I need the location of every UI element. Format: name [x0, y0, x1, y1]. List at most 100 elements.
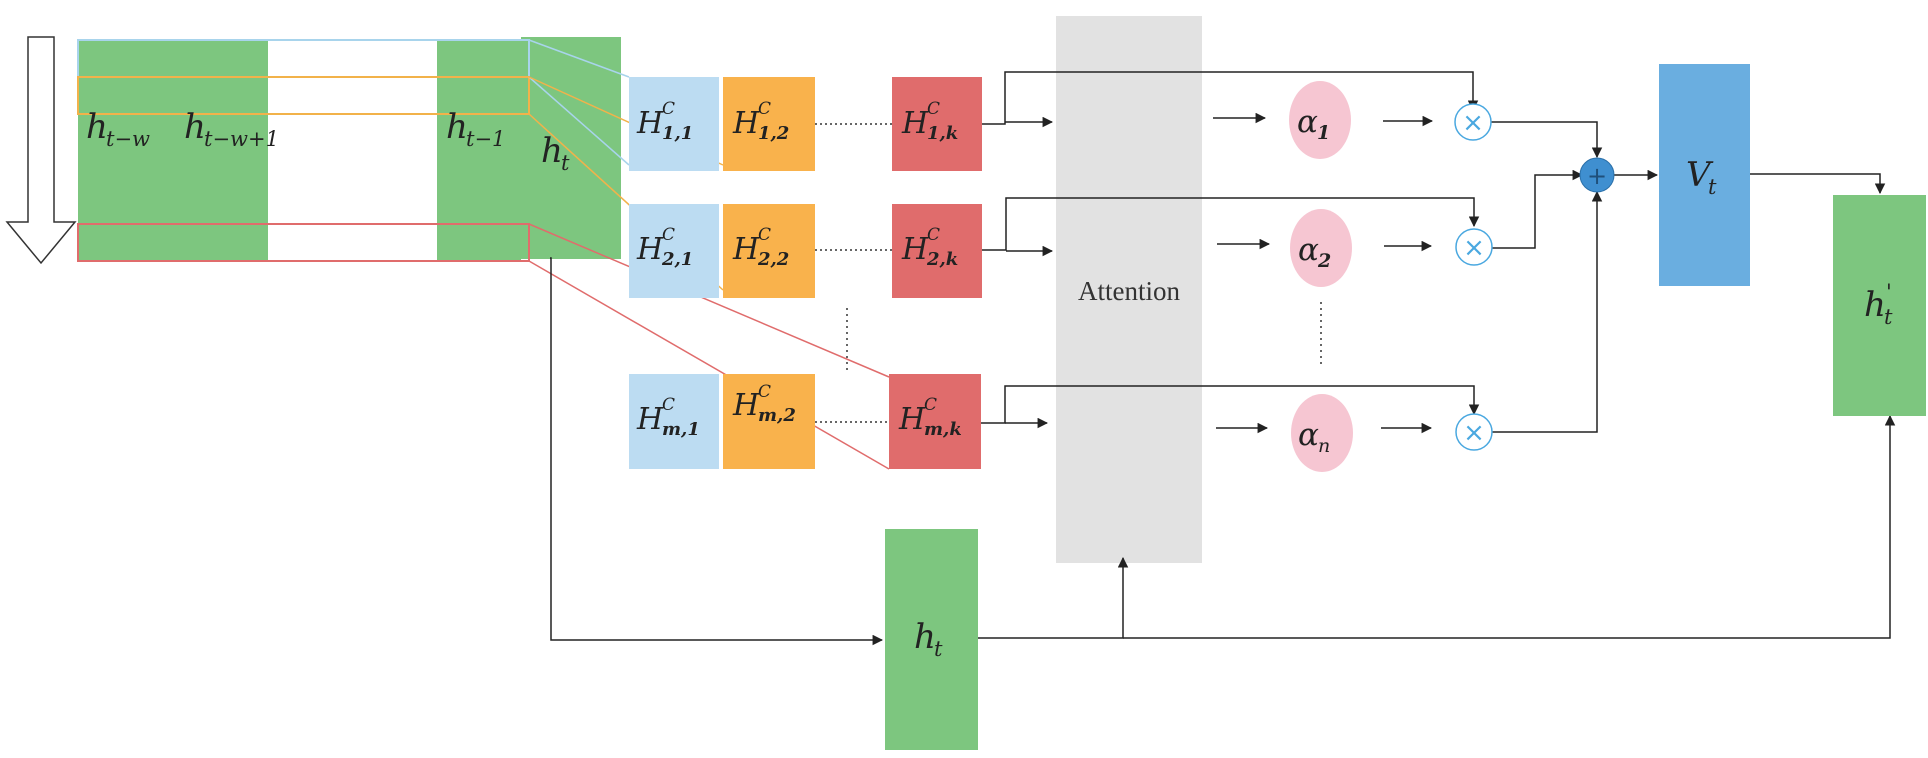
svg-text:h: h — [446, 107, 468, 147]
feature-label-m-1: H C m,1 — [636, 395, 700, 440]
output-label: h ' t — [1864, 280, 1893, 329]
svg-text:H: H — [901, 232, 929, 267]
weight-ellipse-1 — [1289, 81, 1351, 159]
svg-text:C: C — [662, 99, 675, 119]
connections — [550, 71, 1896, 646]
svg-text:H: H — [636, 232, 664, 267]
svg-text:C: C — [758, 99, 771, 119]
svg-text:C: C — [758, 225, 771, 245]
svg-text:2,1: 2,1 — [661, 249, 693, 270]
feature-box-m-2 — [723, 374, 815, 469]
label-h-t-minus-1: h t−1 — [446, 107, 505, 151]
svg-text:t: t — [561, 151, 570, 175]
svg-text:h: h — [541, 131, 563, 171]
feature-label-1-2: H C 1,2 — [732, 99, 789, 144]
svg-text:t: t — [1708, 175, 1717, 199]
feature-box-2-2 — [723, 204, 815, 298]
hidden-state-label: h t — [914, 617, 943, 661]
feature-label-2-k: H C 2,k — [901, 225, 958, 270]
weight-ellipse-2 — [1290, 209, 1352, 287]
label-h-t-w: h t−w — [86, 107, 150, 151]
svg-text:C: C — [662, 225, 675, 245]
svg-text:t−w+1: t−w+1 — [204, 127, 279, 151]
svg-text:α: α — [1297, 104, 1318, 140]
svg-text:h: h — [184, 107, 206, 147]
feature-label-1-k: H C 1,k — [901, 99, 958, 144]
svg-text:α: α — [1298, 417, 1319, 453]
column-h-t — [521, 37, 621, 259]
svg-text:m,k: m,k — [924, 419, 962, 440]
svg-text:t: t — [1884, 305, 1893, 329]
feature-box-m-1 — [629, 374, 719, 469]
label-h-t-top: h t — [541, 131, 570, 175]
feature-box-2-1 — [629, 204, 719, 298]
svg-text:m,2: m,2 — [758, 405, 796, 426]
feature-label-m-2: H C m,2 — [732, 382, 796, 426]
svg-text:H: H — [898, 402, 926, 437]
svg-text:h: h — [914, 617, 936, 657]
multiply-icon: × — [1454, 103, 1492, 141]
svg-text:C: C — [924, 395, 937, 415]
feature-box-1-k — [892, 77, 982, 171]
svg-text:t−1: t−1 — [466, 127, 505, 151]
multiply-icon: × — [1455, 228, 1493, 266]
feature-label-1-1: H C 1,1 — [636, 99, 693, 144]
svg-text:1,1: 1,1 — [662, 123, 693, 144]
svg-text:H: H — [732, 106, 760, 141]
svg-text:1,k: 1,k — [927, 123, 958, 144]
svg-text:C: C — [927, 99, 940, 119]
attention-label: Attention — [1078, 276, 1180, 306]
svg-text:×: × — [1462, 108, 1484, 138]
plus-icon: + — [1579, 157, 1615, 193]
filter-window-red — [77, 223, 530, 262]
output-box — [1833, 195, 1926, 416]
feature-box-m-k — [889, 374, 981, 469]
weight-label-n: α n — [1298, 417, 1330, 457]
context-vector-label: V t — [1686, 155, 1717, 199]
multiply-icon: × — [1455, 413, 1493, 451]
feature-box-1-2 — [723, 77, 815, 171]
feature-box-2-k — [892, 204, 982, 298]
svg-text:H: H — [636, 106, 664, 141]
svg-text:α: α — [1298, 232, 1319, 268]
weight-ellipse-n — [1291, 394, 1353, 472]
filter-window-orange — [77, 76, 530, 115]
svg-text:×: × — [1463, 233, 1485, 263]
feature-box-1-1 — [629, 77, 719, 171]
svg-text:H: H — [732, 388, 760, 423]
feature-label-2-2: H C 2,2 — [732, 225, 789, 270]
svg-text:C: C — [927, 225, 940, 245]
svg-text:m,1: m,1 — [662, 419, 700, 440]
context-vector-box — [1659, 64, 1750, 286]
label-h-t-w-plus-1: h t−w+1 — [184, 107, 279, 151]
svg-text:+: + — [1587, 162, 1607, 190]
feature-label-2-1: H C 2,1 — [636, 225, 693, 270]
svg-text:H: H — [636, 402, 664, 437]
input-matrix — [77, 37, 621, 262]
svg-text:×: × — [1463, 418, 1485, 448]
svg-text:n: n — [1318, 435, 1330, 457]
svg-text:t: t — [934, 637, 943, 661]
weight-label-2: α 2 — [1298, 232, 1331, 272]
svg-text:H: H — [901, 106, 929, 141]
attention-block — [1056, 16, 1202, 563]
svg-text:C: C — [758, 382, 771, 402]
svg-text:V: V — [1686, 155, 1714, 195]
weight-label-1: α 1 — [1297, 104, 1330, 144]
svg-text:': ' — [1886, 280, 1892, 304]
feature-label-m-k: H C m,k — [898, 395, 962, 440]
svg-text:h: h — [86, 107, 108, 147]
svg-text:2: 2 — [1317, 250, 1331, 272]
feature-row-m — [629, 374, 981, 469]
feature-row-1 — [629, 77, 982, 171]
scan-direction-arrow — [5, 36, 77, 265]
feature-row-2 — [629, 204, 982, 298]
hidden-state-box — [885, 529, 978, 750]
svg-text:H: H — [732, 232, 760, 267]
svg-text:2,k: 2,k — [926, 249, 958, 270]
svg-text:1: 1 — [1317, 122, 1330, 144]
svg-text:2,2: 2,2 — [757, 249, 789, 270]
svg-text:1,2: 1,2 — [758, 123, 789, 144]
svg-text:h: h — [1864, 285, 1886, 325]
